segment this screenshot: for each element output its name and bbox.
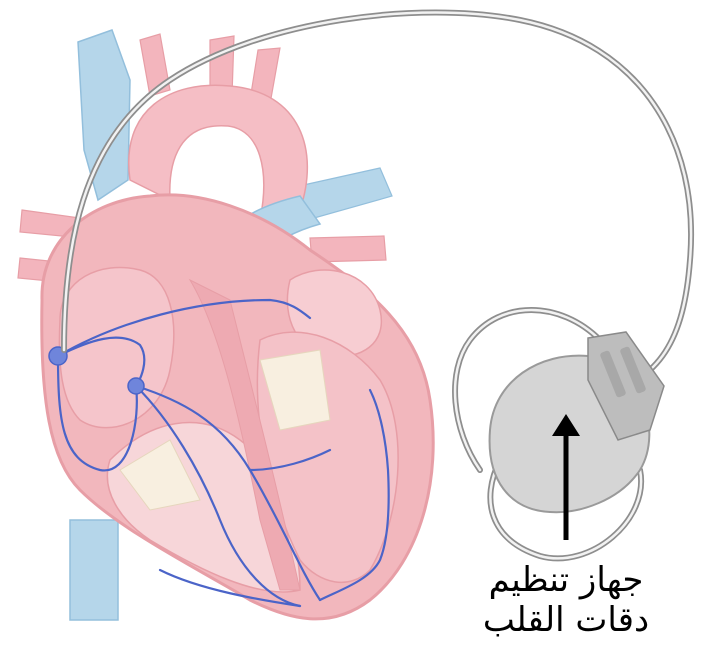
pacemaker-label: جهاز تنظيم دقات القلب [456, 560, 676, 640]
pacemaker-label-line1: جهاز تنظيم [456, 560, 676, 600]
av-node [128, 378, 144, 394]
inferior-vena-cava [70, 520, 118, 620]
pacemaker-label-line2: دقات القلب [456, 600, 676, 640]
superior-vena-cava [78, 30, 130, 200]
